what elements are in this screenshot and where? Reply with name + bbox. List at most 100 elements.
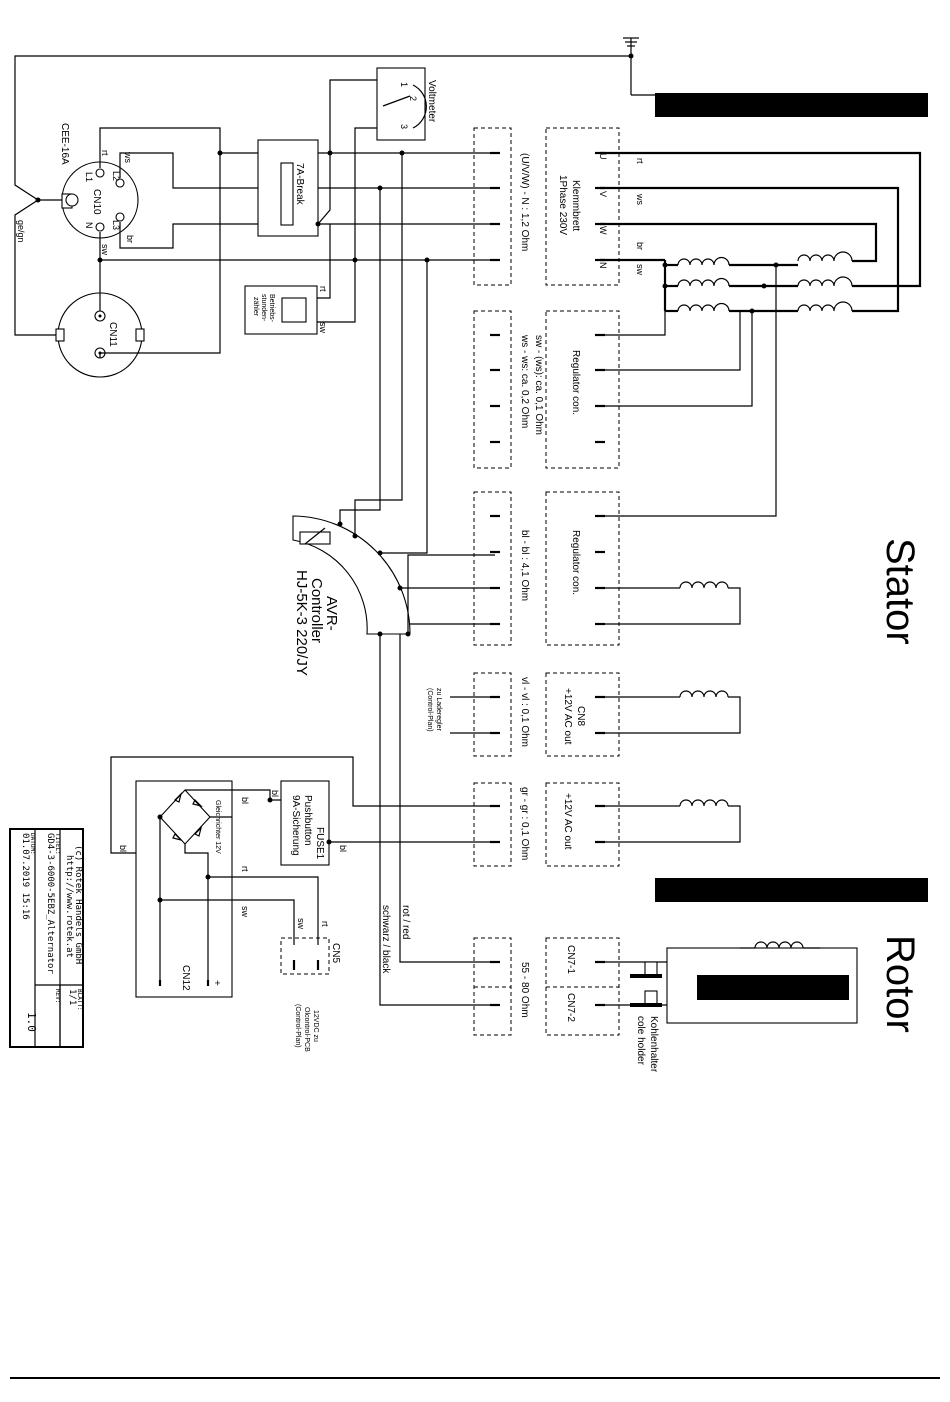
cn12-plus: + [211,980,222,986]
cn7-spec: 55 - 80 Ohm [519,962,530,1018]
cee-wire-sw: sw [100,244,110,256]
fuse-line-2: Pushbutton [302,795,313,846]
title-rev: 1.0 [25,1012,38,1032]
ac-out-title: +12V AC out [562,793,573,850]
fuse-wire-bl-2: bl [270,790,280,797]
wire-schwarz: schwarz / black [380,905,391,974]
stator-wire-ws: ws [635,193,645,205]
l2-label: L2 [111,171,121,181]
hm-wire-sw: sw [318,322,328,334]
connector-pins [490,151,605,1007]
title-datum-label: DATUM: [29,833,36,855]
cn8-spec: vl - vl : 0,1 Ohm [519,677,530,747]
pin-u: U [598,153,608,160]
cn12-wire-sw: sw [240,906,250,918]
klemmbrett-spec: (U/V/W) - N : 1,2 Ohm [519,153,530,251]
aux-windings [600,581,741,843]
l1-label: L1 [84,172,94,182]
rect-wire-bl: bl [240,797,250,804]
stator-wire-br: br [635,242,645,250]
cn5-label: CN5 [330,943,341,963]
voltmeter-pin-1: 1 [399,82,409,87]
cn5-note-3: (Control-Plan) [294,1004,301,1048]
klemmbrett-title: Klemmbrett [570,180,581,231]
title-block: (c) Rotek Handels GmbH http://www.rotek.… [9,828,84,1048]
cee-wire-ws: ws [123,151,133,163]
brush-label-2: cole holder [635,1016,646,1066]
cn5-note-1: 12VDC zu [312,1010,319,1042]
fuse-line-3: 9A-Sicherung [290,795,301,856]
title-company: (c) Rotek Handels GmbH [73,845,83,964]
stator-bar [655,93,928,117]
cee-wire-br: br [125,235,135,243]
cn5-wire-rt: rt [320,921,330,927]
cn10-label: CN10 [91,189,102,215]
avr-line-3: HJ-5K-3 220/JY [293,570,310,676]
fuse-line-1: FUSE1 [314,827,325,860]
l3-label: L3 [111,220,121,230]
rectifier-label: Gleichrichter 12V [214,800,221,854]
regcon1-title: Regulator con. [570,350,581,415]
avr-line-1: AVR- [323,596,340,631]
avr-line-2: Controller [308,578,325,643]
fuse1: FUSE1 Pushbutton 9A-Sicherung [280,780,330,866]
title-datum: 01.07.2019 15:16 [20,833,30,920]
cn8-sub: +12V AC out [562,688,573,745]
hour-meter-line-2: stunden- [260,294,267,322]
voltmeter-label: Voltmeter [426,80,437,123]
cee-16a-socket: CEE-16A CN10 L1 L2 L3 N [59,123,139,239]
breaker-7a: 7A-Break [257,139,319,237]
cee-label: CEE-16A [59,123,70,165]
pin-v: V [598,191,608,197]
avr-controller: AVR- Controller HJ-5K-3 220/JY [292,515,411,676]
laderegler-note-1: zu Laderegler [435,688,442,731]
pin-w: W [598,226,608,235]
hm-wire-rt: rt [318,286,328,292]
n-label: N [84,222,94,229]
regcon2-title: Regulator con. [570,530,581,595]
title-url: http://www.rotek.at [64,855,74,958]
rotor: Kohlenhalter cole holder [600,941,858,1073]
fuse-wire-bl-1: bl [338,845,348,852]
title-rev-label: REV: [54,989,61,1003]
cn7-1-label: CN7-1 [565,945,576,974]
voltmeter-pin-3: 3 [399,124,409,129]
pin-n: N [598,262,608,269]
stator-wire-sw: sw [635,264,645,276]
cn12-label: CN12 [180,965,191,991]
ac-out-spec: gr - gr : 0,1 Ohm [519,787,530,860]
cn11-label: CN11 [107,322,118,347]
gegn-label: ge/gn [16,220,26,243]
title-blatt-label: BLATT: [76,989,83,1011]
stator-wire-rt: rt [635,158,645,164]
regcon2-spec: bl - bl : 4,1 Ohm [519,530,530,601]
breaker-label: 7A-Break [294,163,305,206]
cn7-2-label: CN7-2 [565,993,576,1022]
wire-rot: rot / red [400,905,411,939]
left-wire-bl: bl [118,845,128,852]
title-blatt: 1/1 [67,989,77,1005]
regcon1-spec-1: sw - (ws): ca. 0,1 Ohm [533,335,544,435]
brush-label-1: Kohlenhalter [648,1016,659,1073]
title-titel-label: TITEL: [54,833,61,855]
rectifier-cn12: Gleichrichter 12V CN12 + [135,780,233,998]
cn5-wire-sw: sw [296,918,306,930]
cn12-wire-rt: rt [240,866,250,872]
regcon1-spec-2: ws - ws: ca. 0,2 Ohm [519,334,530,428]
earth-symbol [623,37,655,96]
rotor-bar [655,878,928,902]
title-titel: GD4-3-6000-5EBZ_Alternator [45,833,55,974]
cn11-socket: CN11 [55,292,145,378]
voltmeter: Voltmeter 1 2 3 [376,67,437,141]
cn5-note-2: Olcontrol-PCB [303,1007,310,1052]
stator-title: Stator [878,538,922,645]
voltmeter-pin-2: 2 [408,96,418,101]
hour-meter-line-1: Betriebs- [268,294,275,323]
cn5: CN5 rt sw 12VDC zu Olcontrol-PCB (Contro… [280,918,341,1052]
cee-wire-rt: rt [100,150,110,156]
hour-meter-line-3: zähler [252,297,259,317]
rotor-title: Rotor [878,935,922,1033]
klemmbrett-sub: 1Phase 230V [557,175,568,235]
stator-wiring [600,151,922,517]
